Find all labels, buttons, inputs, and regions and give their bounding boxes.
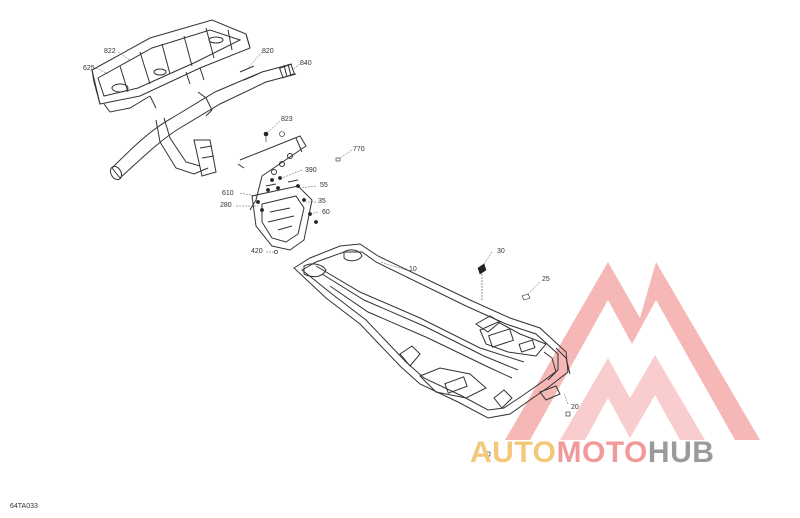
callout-822: 822 xyxy=(104,48,116,55)
callout-820: 820 xyxy=(262,48,274,55)
watermark-text: AUTOMOTOHUB xyxy=(470,436,714,470)
callout-10: 10 xyxy=(409,266,417,273)
callout-625: 625 xyxy=(83,65,95,72)
leader-625 xyxy=(95,67,109,75)
callout-35: 35 xyxy=(318,198,326,205)
skid-plate-fasteners xyxy=(477,263,571,457)
fasteners xyxy=(256,131,341,254)
callout-60: 60 xyxy=(322,209,330,216)
callout-20: 20 xyxy=(571,404,579,411)
watermark-moto: MOTO xyxy=(556,436,648,469)
callout-840: 840 xyxy=(300,60,312,67)
watermark-logo-icon xyxy=(505,262,760,440)
skid-plate-leaders xyxy=(379,251,569,405)
callout-280: 280 xyxy=(220,202,232,209)
skid-plate xyxy=(293,243,571,419)
tube-end-fitting xyxy=(279,63,295,79)
leader-820 xyxy=(247,51,263,69)
callout-770: 770 xyxy=(353,146,365,153)
callout-420: 420 xyxy=(251,248,263,255)
drawing-code: 64TA033 xyxy=(10,503,38,510)
leader-822 xyxy=(117,51,131,61)
watermark-auto: AUTO xyxy=(470,436,557,469)
callout-30: 30 xyxy=(497,248,505,255)
callout-390: 390 xyxy=(305,167,317,174)
bracket-leaders xyxy=(236,120,353,253)
watermark-hub: HUB xyxy=(647,436,715,469)
callout-55: 55 xyxy=(320,182,328,189)
callout-610: 610 xyxy=(222,190,234,197)
tube-assembly xyxy=(109,63,297,181)
rear-rack xyxy=(91,19,251,113)
callout-823: 823 xyxy=(281,116,293,123)
bracket-assembly xyxy=(237,135,313,251)
leader-840 xyxy=(291,63,301,71)
callout-25: 25 xyxy=(542,276,550,283)
